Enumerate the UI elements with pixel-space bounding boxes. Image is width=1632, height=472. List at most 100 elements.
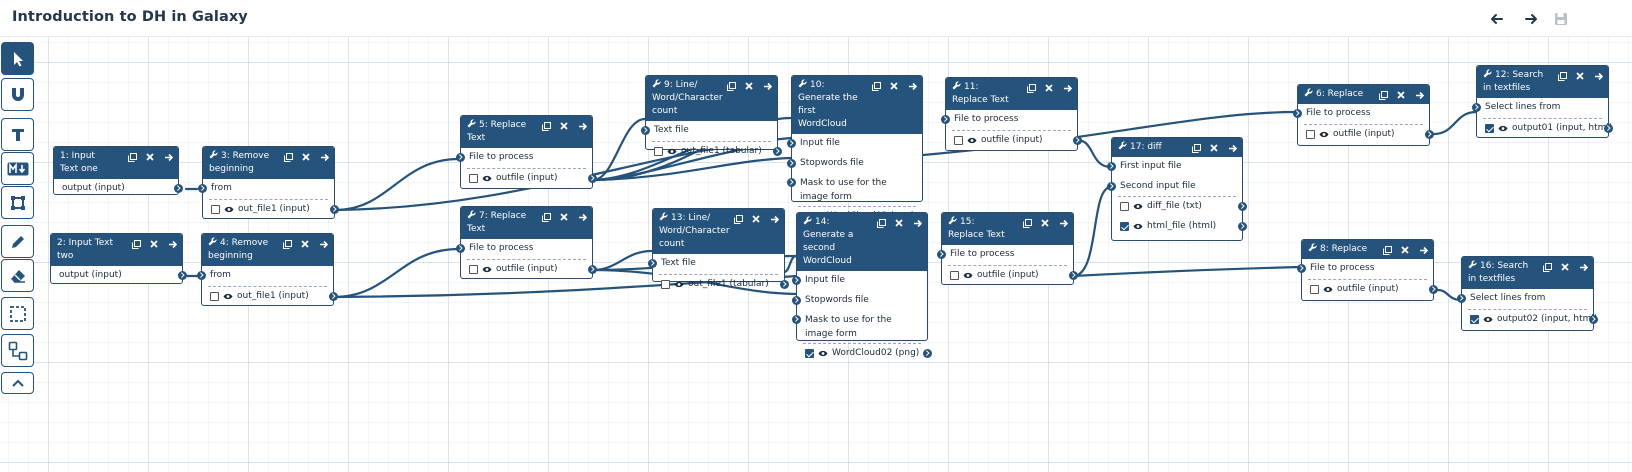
open-node-button[interactable] xyxy=(906,80,918,92)
output-terminal[interactable] xyxy=(780,279,789,289)
copy-node-button[interactable] xyxy=(281,238,293,250)
remove-node-button[interactable] xyxy=(144,151,156,163)
workflow-node-search-textfiles-12[interactable]: 12: Search in textfiles Select lines fro… xyxy=(1472,65,1613,138)
input-terminal[interactable] xyxy=(1457,294,1466,303)
workflow-node-line-count-13[interactable]: 13: Line/ Word/Character count Text file… xyxy=(648,208,789,289)
output-checkbox[interactable] xyxy=(1310,284,1319,294)
node-header[interactable]: 12: Search in textfiles xyxy=(1477,66,1608,98)
workflow-node-replace-8[interactable]: 8: Replace File to process outfile (inpu… xyxy=(1297,239,1438,301)
output-terminal[interactable] xyxy=(178,271,187,280)
output-terminal[interactable] xyxy=(1429,284,1438,294)
node-header[interactable]: 2: Input Text two xyxy=(51,234,182,266)
open-node-button[interactable] xyxy=(576,211,588,223)
input-terminal[interactable] xyxy=(648,259,657,268)
node-header[interactable]: 3: Remove beginning xyxy=(203,147,334,179)
remove-node-button[interactable] xyxy=(1574,70,1586,82)
output-terminal[interactable] xyxy=(1073,135,1082,145)
node-header[interactable]: 8: Replace xyxy=(1302,240,1433,259)
open-node-button[interactable] xyxy=(761,80,773,92)
input-terminal[interactable] xyxy=(787,158,796,168)
remove-node-button[interactable] xyxy=(888,80,900,92)
output-checkbox[interactable] xyxy=(469,173,478,183)
node-header[interactable]: 16: Search in textfiles xyxy=(1462,257,1593,289)
open-node-button[interactable] xyxy=(166,238,178,250)
remove-node-button[interactable] xyxy=(558,211,570,223)
input-terminal[interactable] xyxy=(1472,103,1481,112)
output-checkbox[interactable] xyxy=(1120,202,1129,212)
input-terminal[interactable] xyxy=(787,178,796,187)
workflow-node-replace-6[interactable]: 6: Replace File to process outfile (inpu… xyxy=(1293,84,1434,146)
output-terminal[interactable] xyxy=(1425,129,1434,139)
copy-node-button[interactable] xyxy=(875,217,887,229)
input-terminal[interactable] xyxy=(792,276,801,285)
copy-node-button[interactable] xyxy=(540,120,552,132)
node-header[interactable]: 11: Replace Text xyxy=(946,78,1077,110)
frame-tool-button[interactable] xyxy=(1,186,34,219)
node-header[interactable]: 7: Replace Text xyxy=(461,207,592,239)
output-terminal[interactable] xyxy=(773,146,782,156)
auto-layout-tool-button[interactable] xyxy=(1,334,34,367)
remove-node-button[interactable] xyxy=(893,217,905,229)
open-node-button[interactable] xyxy=(1417,244,1429,256)
pencil-tool-button[interactable] xyxy=(1,225,34,258)
node-header[interactable]: 17: diff xyxy=(1112,138,1242,157)
remove-node-button[interactable] xyxy=(1208,142,1220,154)
input-terminal[interactable] xyxy=(1293,109,1302,118)
workflow-node-replace-text-7[interactable]: 7: Replace Text File to process outfile … xyxy=(456,206,597,279)
collapse-toolbar-button[interactable] xyxy=(1,372,34,394)
copy-node-button[interactable] xyxy=(1190,142,1202,154)
output-terminal[interactable] xyxy=(330,204,339,214)
output-checkbox[interactable] xyxy=(469,264,478,274)
output-terminal[interactable] xyxy=(588,173,597,183)
output-terminal[interactable] xyxy=(174,184,183,193)
output-checkbox[interactable] xyxy=(805,349,814,359)
workflow-node-remove-beginning-3[interactable]: 3: Remove beginning from out_file1 (inpu… xyxy=(198,146,339,219)
node-header[interactable]: 5: Replace Text xyxy=(461,116,592,148)
input-terminal[interactable] xyxy=(197,271,206,280)
input-terminal[interactable] xyxy=(198,184,207,193)
output-terminal[interactable] xyxy=(1589,314,1598,324)
remove-node-button[interactable] xyxy=(299,238,311,250)
workflow-node-line-count-9[interactable]: 9: Line/ Word/Character count Text file … xyxy=(641,75,782,156)
output-checkbox[interactable] xyxy=(954,135,963,145)
input-terminal[interactable] xyxy=(1107,181,1116,191)
open-node-button[interactable] xyxy=(576,120,588,132)
pointer-tool-button[interactable] xyxy=(1,42,34,75)
copy-node-button[interactable] xyxy=(1541,261,1553,273)
input-terminal[interactable] xyxy=(456,244,465,253)
remove-node-button[interactable] xyxy=(750,213,762,225)
workflow-node-input-text-two[interactable]: 2: Input Text two output (input) xyxy=(50,233,187,284)
workflow-node-input-text-one[interactable]: 1: Input Text one output (input) xyxy=(53,146,183,195)
copy-node-button[interactable] xyxy=(126,151,138,163)
output-terminal[interactable] xyxy=(329,291,338,301)
workflow-node-replace-text-11[interactable]: 11: Replace Text File to process outfile… xyxy=(941,77,1082,151)
node-header[interactable]: 10: Generate the first WordCloud xyxy=(792,76,922,134)
copy-node-button[interactable] xyxy=(1025,82,1037,94)
input-terminal[interactable] xyxy=(641,126,650,135)
node-header[interactable]: 9: Line/ Word/Character count xyxy=(646,76,777,121)
open-node-button[interactable] xyxy=(1413,89,1425,101)
remove-node-button[interactable] xyxy=(1039,217,1051,229)
open-node-button[interactable] xyxy=(162,151,174,163)
remove-node-button[interactable] xyxy=(148,238,160,250)
markdown-tool-button[interactable] xyxy=(1,152,34,185)
output-checkbox[interactable] xyxy=(1306,129,1315,139)
workflow-node-remove-beginning-4[interactable]: 4: Remove beginning from out_file1 (inpu… xyxy=(197,233,338,306)
open-node-button[interactable] xyxy=(911,217,923,229)
output-checkbox[interactable] xyxy=(1120,221,1129,231)
copy-node-button[interactable] xyxy=(282,151,294,163)
open-node-button[interactable] xyxy=(1061,82,1073,94)
input-terminal[interactable] xyxy=(792,295,801,305)
workflow-node-search-textfiles-16[interactable]: 16: Search in textfiles Select lines fro… xyxy=(1457,256,1598,331)
output-terminal[interactable] xyxy=(588,264,597,274)
snap-tool-button[interactable] xyxy=(1,78,34,111)
save-button[interactable] xyxy=(1554,9,1568,29)
open-node-button[interactable] xyxy=(1226,142,1238,154)
redo-button[interactable] xyxy=(1521,9,1541,29)
open-node-button[interactable] xyxy=(768,213,780,225)
input-terminal[interactable] xyxy=(941,115,950,124)
output-checkbox[interactable] xyxy=(210,291,219,301)
output-terminal[interactable] xyxy=(923,349,932,358)
node-header[interactable]: 14: Generate a second WordCloud xyxy=(797,213,927,271)
output-checkbox[interactable] xyxy=(661,279,670,289)
